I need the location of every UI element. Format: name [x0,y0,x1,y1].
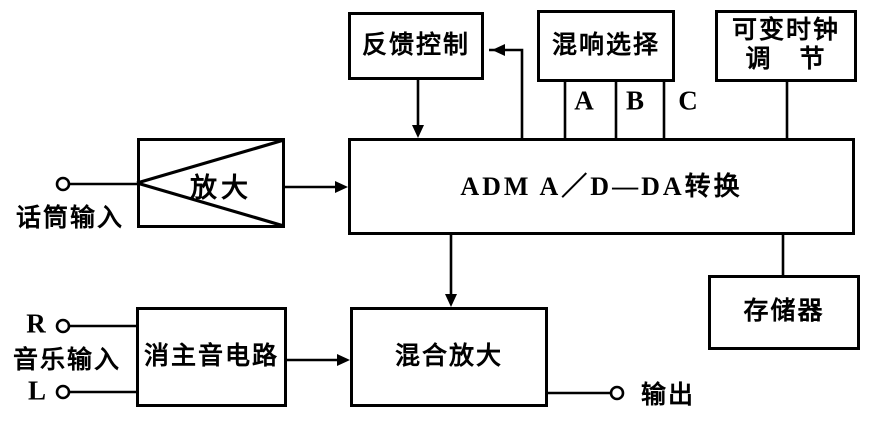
clock-adjust-label-line2: 调 节 [745,46,827,73]
clock-adjust-label-line1: 可变时钟 [731,17,840,45]
r-terminal-icon [55,318,71,334]
block-mute-circuit: 消主音电路 [136,307,287,407]
block-mix-amplifier: 混合放大 [350,307,548,407]
feedback-control-label: 反馈控制 [361,31,470,59]
mute-circuit-label: 消主音电路 [143,342,279,370]
amplifier-triangle-icon [136,138,285,228]
mic-terminal-icon [55,176,71,192]
arrow-down-feedback-icon [412,125,424,138]
adm-converter-label: ADM A／D—DA转换 [460,171,743,201]
output-terminal-icon [609,385,625,401]
wire-adm-to-feedback [489,48,524,138]
port-label-a: A [574,85,594,116]
l-terminal-icon [55,384,71,400]
port-label-b: B [625,85,645,116]
block-memory: 存储器 [708,275,860,350]
amplifier-label: 放大 [190,173,252,203]
mix-amplifier-label: 混合放大 [394,342,503,370]
arrow-right-into-mixamp-icon [337,354,350,366]
block-reverb-select: 混响选择 [537,10,675,82]
output-label: 输出 [640,382,696,409]
arrow-down-into-mixamp-icon [445,294,457,307]
block-adm-converter: ADM A／D—DA转换 [348,138,855,235]
reverb-select-label: 混响选择 [551,31,660,59]
arrow-right-into-adm-icon [335,181,348,193]
memory-label: 存储器 [743,298,825,326]
block-amplifier [137,138,285,228]
music-r-label: R [26,308,48,339]
block-clock-adjust: 可变时钟 调 节 [715,10,857,82]
music-input-label: 音乐输入 [12,347,122,374]
arrow-left-into-feedback-icon [492,44,505,56]
port-label-c: C [678,85,698,116]
block-feedback-control: 反馈控制 [348,12,484,80]
music-l-label: L [27,375,49,406]
mic-input-label: 话筒输入 [15,205,125,232]
